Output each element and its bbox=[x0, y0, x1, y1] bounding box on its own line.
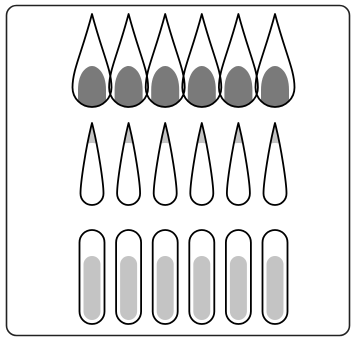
fill-region bbox=[120, 256, 137, 320]
fill-region bbox=[84, 256, 101, 320]
fill-region bbox=[157, 256, 174, 320]
fill-region bbox=[193, 256, 210, 320]
fill-region bbox=[230, 256, 247, 320]
fill-region bbox=[267, 256, 284, 320]
